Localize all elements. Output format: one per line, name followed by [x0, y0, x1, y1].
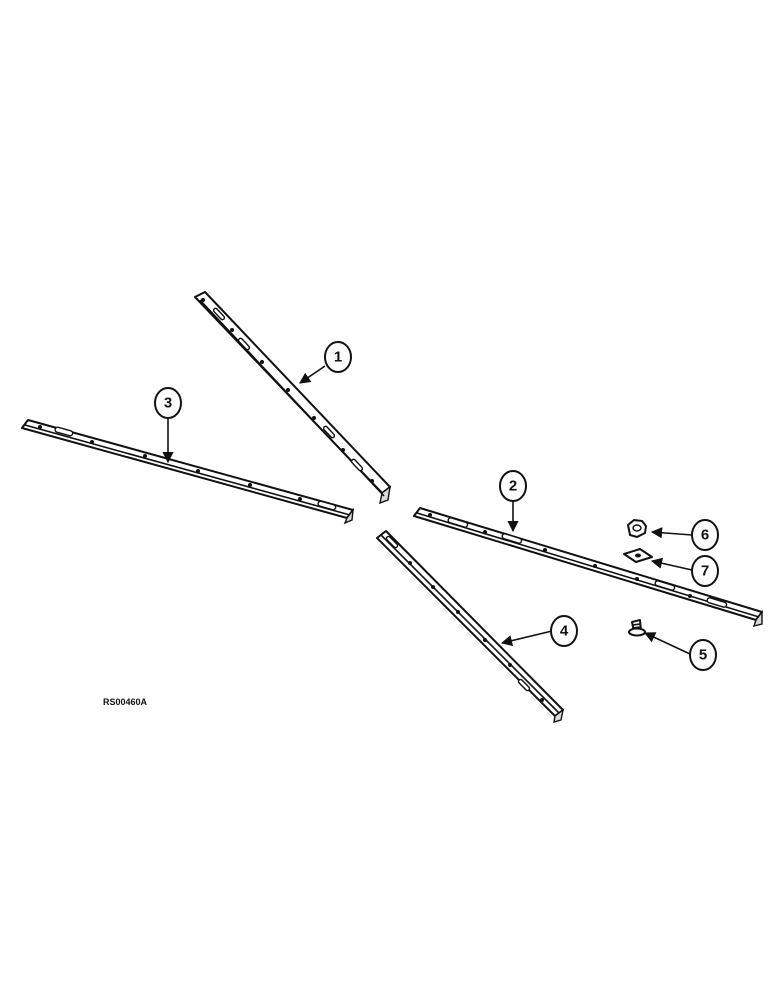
callout-3: 3 [154, 387, 182, 419]
callout-7-label: 7 [701, 563, 709, 580]
callout-3-label: 3 [164, 395, 172, 412]
callout-4-label: 4 [560, 623, 569, 640]
leader-5 [643, 632, 691, 655]
part-7-square-washer [623, 548, 653, 563]
leader-7 [650, 557, 693, 571]
callout-1: 1 [324, 341, 352, 373]
callout-5: 5 [689, 639, 717, 671]
callout-1-label: 1 [334, 349, 342, 366]
part-1-holes [201, 298, 374, 483]
part-2-angle-strip [413, 507, 763, 627]
part-2-holes [428, 513, 728, 608]
part-5-bolt [628, 619, 646, 637]
callout-4: 4 [550, 615, 578, 647]
leader-6 [650, 527, 693, 539]
leader-lines [162, 365, 693, 655]
part-6-hex-nut [627, 519, 647, 538]
callout-5-label: 5 [699, 647, 707, 664]
callout-6: 6 [691, 519, 719, 551]
callout-2-label: 2 [509, 478, 517, 495]
callout-7: 7 [691, 555, 719, 587]
part-4-angle-strip [376, 530, 565, 723]
leader-4 [500, 630, 553, 647]
figure-reference: RS00460A [103, 697, 148, 707]
leader-1 [299, 365, 326, 384]
part-3-holes [38, 425, 337, 511]
callout-6-label: 6 [701, 527, 709, 544]
part-3-angle-strip [21, 419, 354, 525]
callout-2: 2 [499, 470, 527, 502]
part-1-angle-strip [194, 291, 391, 505]
part-4-holes [385, 535, 544, 702]
